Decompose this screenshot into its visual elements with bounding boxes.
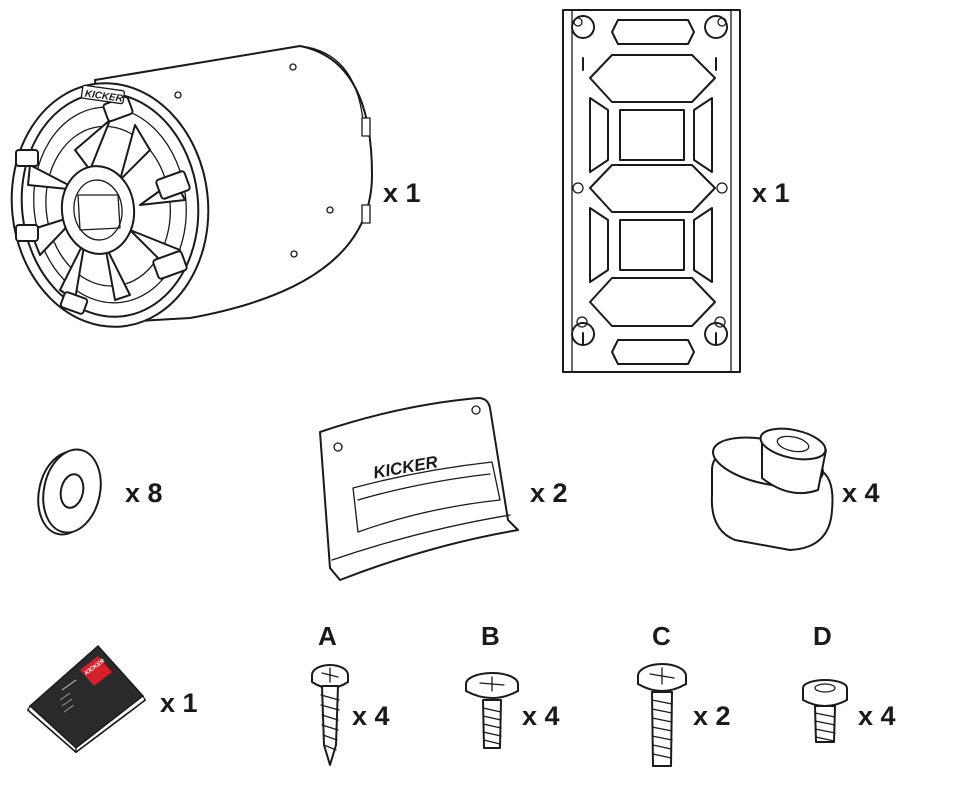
screw-a-quantity: x 4	[352, 701, 390, 731]
screw-c-letter: C	[652, 621, 671, 651]
screw-d-illustration	[802, 679, 848, 743]
screw-a-illustration	[311, 664, 349, 766]
screw-b-quantity: x 4	[522, 701, 560, 731]
screw-b-letter: B	[481, 621, 500, 651]
owners-manual-illustration: KICKER	[27, 644, 146, 754]
cover-bracket-quantity: x 2	[530, 478, 568, 508]
tube-enclosure-quantity: x 1	[383, 178, 421, 208]
screw-c-quantity: x 2	[693, 701, 731, 731]
screw-c-illustration	[637, 663, 687, 767]
screw-d-letter: D	[813, 621, 832, 651]
rubber-spacer-illustration	[710, 427, 834, 551]
screw-d-quantity: x 4	[858, 701, 896, 731]
owners-manual-quantity: x 1	[160, 688, 198, 718]
washer-quantity: x 8	[125, 478, 163, 508]
tube-enclosure-illustration: KICKER	[10, 45, 373, 328]
tube-logo-text: KICKER	[84, 89, 124, 105]
washer-illustration	[37, 448, 102, 536]
mounting-plate-illustration	[562, 9, 741, 373]
screw-a-letter: A	[318, 621, 337, 651]
screw-b-illustration	[465, 672, 519, 749]
rubber-spacer-quantity: x 4	[842, 478, 880, 508]
mounting-plate-quantity: x 1	[752, 178, 790, 208]
cover-bracket-illustration: KICKER	[319, 397, 519, 581]
